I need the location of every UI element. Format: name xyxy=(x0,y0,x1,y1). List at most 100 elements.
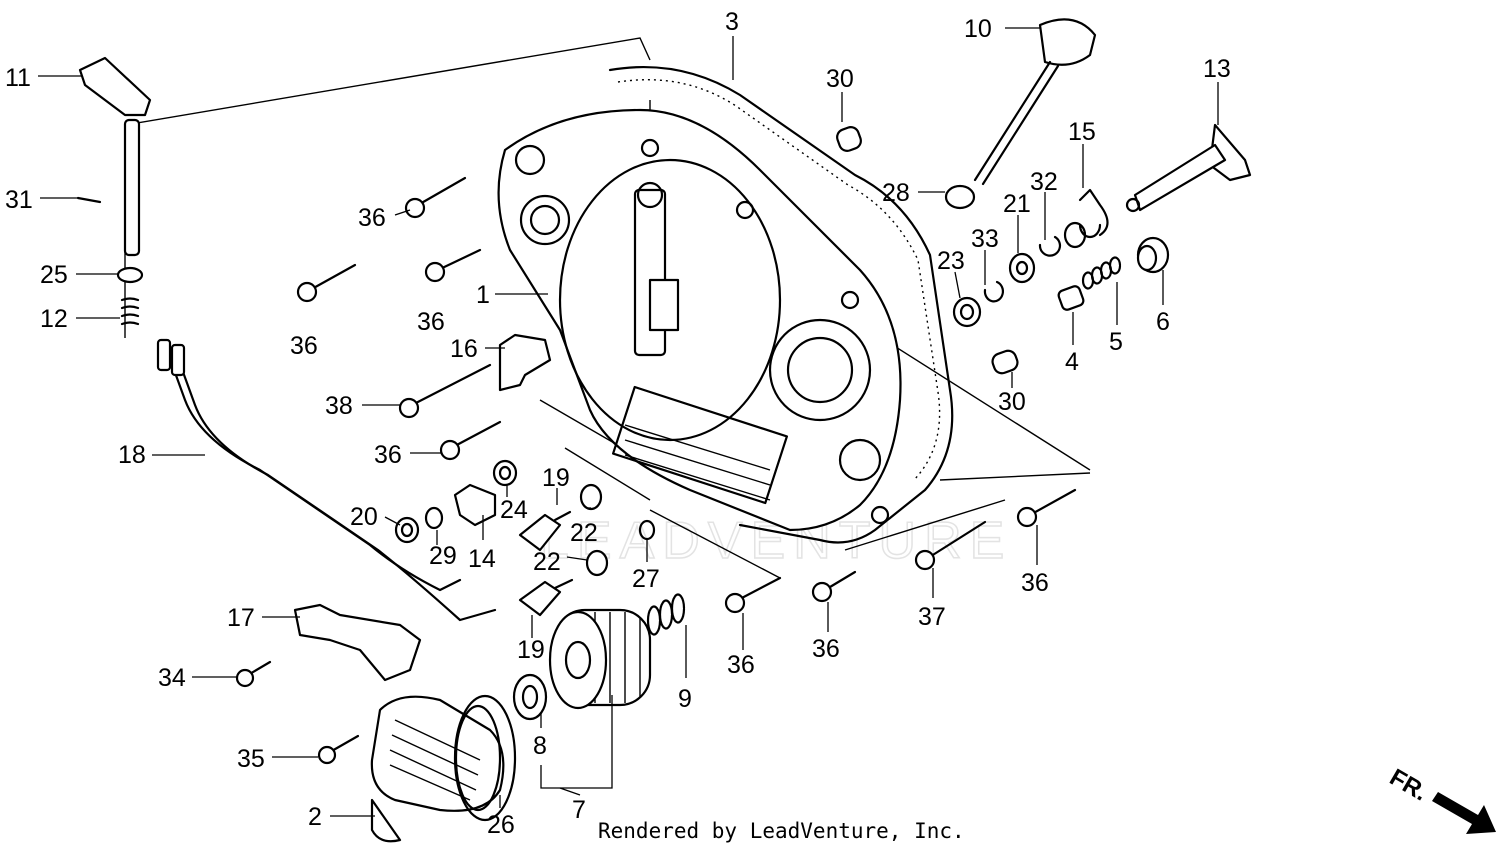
callout-30-upper: 30 xyxy=(826,65,854,93)
circlip-32 xyxy=(1038,235,1062,257)
callout-35: 35 xyxy=(237,745,265,773)
callout-7: 7 xyxy=(572,796,586,824)
render-credit: Rendered by LeadVenture, Inc. xyxy=(598,819,965,843)
callout-13: 13 xyxy=(1203,55,1231,83)
callout-17: 17 xyxy=(227,604,255,632)
filter-seal xyxy=(512,673,548,721)
callout-26: 26 xyxy=(487,811,515,839)
callout-12: 12 xyxy=(40,305,68,333)
callout-14: 14 xyxy=(468,545,496,573)
bolt-36-a xyxy=(404,176,467,219)
pin-31 xyxy=(76,196,102,204)
callout-22-upper: 22 xyxy=(570,519,598,547)
bolt-36-b xyxy=(296,263,357,303)
seal-23 xyxy=(952,296,982,328)
callout-9: 9 xyxy=(678,685,692,713)
gauge-o-ring xyxy=(944,184,976,210)
plunger-4 xyxy=(1057,285,1085,311)
clip-14 xyxy=(453,483,497,527)
callout-8: 8 xyxy=(533,732,547,760)
o-ring-27 xyxy=(638,519,656,541)
leader-lines xyxy=(38,27,1219,817)
washer-21 xyxy=(1008,252,1036,284)
callout-18: 18 xyxy=(118,441,146,469)
callout-27: 27 xyxy=(632,565,660,593)
nut-20 xyxy=(394,516,420,544)
bolt-37 xyxy=(914,520,987,571)
front-arrow-icon xyxy=(1432,792,1496,834)
front-label: FR. xyxy=(1385,764,1432,807)
return-spring xyxy=(1063,188,1109,249)
callout-36-b: 36 xyxy=(290,332,318,360)
bracket-17 xyxy=(293,603,422,682)
spring-12 xyxy=(120,297,140,326)
callout-32: 32 xyxy=(1030,168,1058,196)
callout-30-lower: 30 xyxy=(998,388,1026,416)
callout-37: 37 xyxy=(918,603,946,631)
gasket xyxy=(608,65,954,544)
oil-filter xyxy=(548,608,652,710)
callout-11: 11 xyxy=(5,64,31,92)
callout-23: 23 xyxy=(937,247,965,275)
callout-36-a: 36 xyxy=(358,204,386,232)
o-ring xyxy=(453,694,517,822)
washer-22-upper xyxy=(579,483,603,511)
washer-29 xyxy=(424,506,444,530)
callout-33: 33 xyxy=(971,225,999,253)
bolt-34 xyxy=(235,660,272,688)
callout-2: 2 xyxy=(308,803,322,831)
bolt-38 xyxy=(398,363,492,419)
callout-28: 28 xyxy=(882,179,910,207)
callout-19-upper: 19 xyxy=(542,464,570,492)
bolt-36-e xyxy=(724,576,782,614)
bolt-36-c xyxy=(424,248,482,283)
callout-34: 34 xyxy=(158,664,186,692)
bolts xyxy=(235,176,1077,765)
callout-4: 4 xyxy=(1065,348,1079,376)
lever-11 xyxy=(78,56,152,257)
callout-36-e: 36 xyxy=(727,651,755,679)
callout-38: 38 xyxy=(325,392,353,420)
callout-36-c: 36 xyxy=(417,308,445,336)
callout-36-g: 36 xyxy=(1021,569,1049,597)
callout-36-d: 36 xyxy=(374,441,402,469)
callout-25: 25 xyxy=(40,261,68,289)
callout-20: 20 xyxy=(350,503,378,531)
dowel-pin-lower xyxy=(991,349,1019,375)
sensor-19-lower xyxy=(518,578,574,617)
shift-shaft xyxy=(1125,123,1252,213)
seal-25 xyxy=(116,266,144,284)
callout-labels: 1 2 3 4 5 6 7 8 9 10 11 12 13 14 15 16 1… xyxy=(5,8,1231,839)
bolt-36-d xyxy=(439,420,502,461)
callout-6: 6 xyxy=(1156,308,1170,336)
callout-19-lower: 19 xyxy=(517,636,545,664)
callout-1: 1 xyxy=(476,281,490,309)
front-direction-marker: FR. xyxy=(1385,764,1496,834)
callout-22-lower: 22 xyxy=(533,548,561,576)
oil-level-gauge xyxy=(973,18,1097,186)
spring-5 xyxy=(1081,256,1122,290)
washer-22-lower xyxy=(585,549,609,577)
callout-24: 24 xyxy=(500,496,528,524)
seal-24 xyxy=(492,459,518,487)
crankcase-cover xyxy=(497,108,902,532)
bolt-35 xyxy=(317,734,360,765)
callout-5: 5 xyxy=(1109,328,1123,356)
callout-31: 31 xyxy=(5,186,33,214)
oil-filter-cover xyxy=(370,695,505,843)
cap-6 xyxy=(1136,236,1170,274)
circlip-33 xyxy=(983,280,1005,303)
callout-3: 3 xyxy=(725,8,739,36)
callout-10: 10 xyxy=(964,15,992,43)
wire-harness xyxy=(156,338,497,622)
dowel-pin-upper xyxy=(836,126,862,152)
bolt-36-g xyxy=(1016,488,1077,528)
filter-spring xyxy=(646,593,686,636)
callout-29: 29 xyxy=(429,542,457,570)
callout-21: 21 xyxy=(1003,190,1031,218)
sensor-19-upper xyxy=(518,510,572,552)
callout-36-f: 36 xyxy=(812,635,840,663)
clamp-16 xyxy=(498,333,552,392)
callout-15: 15 xyxy=(1068,118,1096,146)
